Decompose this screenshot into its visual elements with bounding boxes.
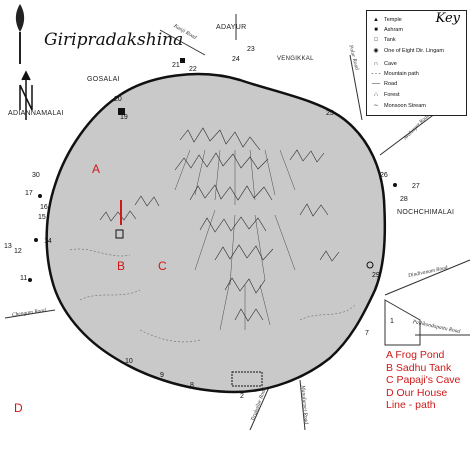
key-item-label: Tank [384, 37, 396, 43]
tank-icon: □ [374, 37, 378, 43]
site-27-dot [393, 183, 397, 187]
chengam-road-line [4, 309, 56, 319]
marker-c: C [158, 259, 167, 273]
key-item-label: Road [384, 81, 398, 87]
dindivanam-road-line [384, 259, 471, 296]
site-number: 14 [44, 238, 52, 245]
site-2-block [231, 371, 263, 387]
site-number: 13 [4, 243, 12, 250]
site-number: 8 [190, 382, 194, 389]
temple-icon: ▲ [373, 17, 379, 23]
site-30-circle [366, 261, 374, 269]
key-item: ▲ Temple [371, 17, 402, 23]
site-number: 10 [125, 358, 133, 365]
site-13-dot [34, 238, 38, 242]
avalurpet-road-line [379, 109, 441, 156]
site-number: 16 [40, 204, 48, 211]
cave-icon: ∩ [373, 61, 379, 67]
key-item: ── Road [371, 81, 397, 87]
site-number: 17 [25, 190, 33, 197]
key-item: ∴ Forest [371, 91, 400, 99]
key-item-label: Ashram [384, 27, 403, 33]
key-item-label: Mountain path [384, 71, 419, 77]
key-item: ■ Ashram [371, 27, 403, 33]
site-number: 21 [172, 62, 180, 69]
key-item: - - - Mountain path [371, 71, 419, 77]
key-item: □ Tank [371, 37, 396, 43]
site-number: 19 [120, 114, 128, 121]
site-number: 28 [400, 196, 408, 203]
mountain-paths [69, 248, 356, 343]
place-nochchimalai: NOCHCHIMALAI [397, 209, 455, 216]
annotation-legend: A Frog Pond B Sadhu Tank C Papaji's Cave… [386, 349, 460, 412]
site-10-dot [28, 278, 32, 282]
key-item: ◉ One of Eight Dir. Lingam [371, 47, 444, 55]
manalurpet-road-line [299, 379, 306, 431]
town-block [384, 299, 421, 346]
key-item-label: Forest [384, 91, 400, 98]
site-markers [28, 58, 397, 387]
site-number: 20 [114, 96, 122, 103]
site-number: 9 [160, 372, 164, 379]
place-adiannamalai: ADIANNAMALAI [8, 110, 64, 117]
forest-icon: ∴ [374, 92, 378, 98]
key-item-label: Temple [384, 17, 402, 23]
legend-item: A Frog Pond [386, 349, 445, 361]
place-gosalai: GOSALAI [87, 76, 120, 83]
ashram-icon: ■ [374, 27, 378, 33]
outer-roads [4, 14, 471, 431]
tirukoilur-road-line [249, 384, 271, 431]
key-item: ∼ Monsoon Stream [371, 102, 426, 110]
key-item: ∩ Cave [371, 61, 397, 67]
key-title: Key [435, 11, 460, 26]
site-number: 26 [380, 172, 388, 179]
site-20-square [118, 108, 125, 115]
place-vengikkal: VENGIKKAL [277, 56, 314, 62]
site-21-square [180, 58, 185, 63]
road-icon: ── [371, 81, 381, 87]
lamp-emblem [15, 4, 25, 64]
sadhu-tank-square [115, 229, 124, 239]
place-adayur: ADAYUR [216, 24, 247, 31]
site-16-dot [38, 194, 42, 198]
legend-item: B Sadhu Tank [386, 361, 452, 374]
site-number: 1 [390, 318, 394, 325]
legend-item: Line - path [386, 399, 436, 411]
marker-a: A [92, 162, 101, 176]
marker-b: B [117, 259, 126, 273]
key-item-label: Monsoon Stream [384, 102, 426, 109]
kanji-road-line [159, 29, 206, 56]
site-number: 22 [189, 66, 197, 73]
polur-road-line [349, 54, 363, 121]
site-number: 15 [38, 214, 46, 221]
marker-d: D [14, 401, 23, 415]
map-title: Giripradakshina [44, 30, 184, 50]
hill-region [45, 72, 387, 394]
stream-icon: ∼ [373, 103, 379, 109]
site-number: 12 [14, 248, 22, 255]
forest-texture [99, 127, 340, 331]
site-number: 2 [240, 393, 244, 400]
site-number: 27 [412, 183, 420, 190]
key-item-label: Cave [384, 61, 397, 67]
map-key: Key ▲ Temple ■ Ashram □ Tank ◉ One of Ei… [366, 10, 467, 116]
site-number: 7 [365, 330, 369, 337]
site-number: 11 [20, 275, 28, 282]
lingam-icon: ◉ [373, 48, 379, 54]
site-number: 30 [32, 172, 40, 179]
legend-item: D Our House [386, 386, 448, 399]
site-number: 24 [232, 56, 240, 63]
site-number: 23 [247, 46, 255, 53]
legend-item: C Papaji's Cave [386, 374, 461, 386]
site-number: 25 [326, 110, 334, 117]
key-item-label: One of Eight Dir. Lingam [384, 47, 444, 54]
site-number: 29 [372, 272, 380, 279]
mountain-path-icon: - - - [371, 71, 381, 77]
north-arrow-icon [19, 70, 33, 120]
